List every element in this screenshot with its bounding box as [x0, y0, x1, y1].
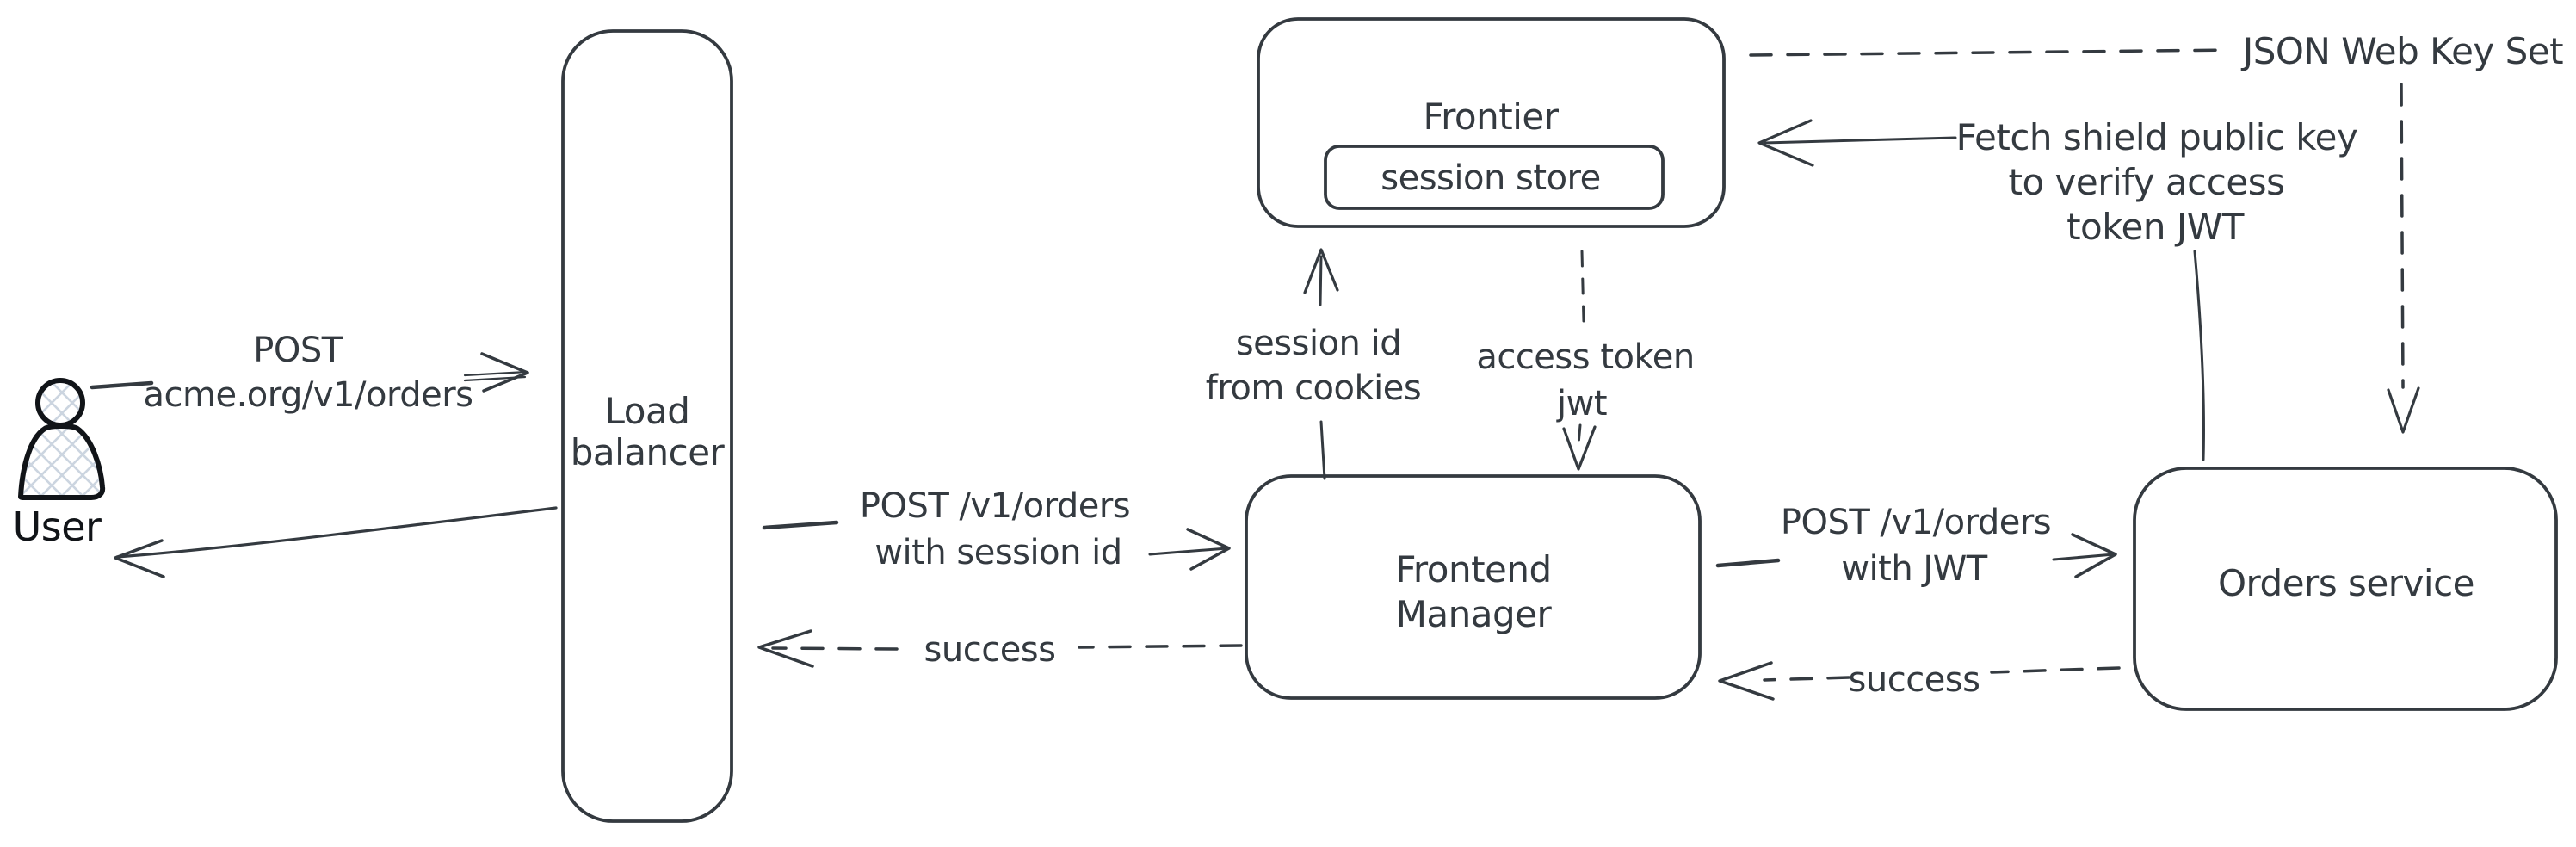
edge-shaft [2052, 553, 2116, 561]
orders-service-box [2133, 467, 2558, 711]
frontend-manager-label-line1: Frontend [1395, 548, 1551, 590]
edge-label-post: POST [253, 331, 343, 370]
frontier-label: Frontier [1423, 96, 1559, 138]
load-balancer-box [561, 29, 733, 823]
edge-user-to-load-balancer: POST acme.org/v1/orders [90, 331, 529, 415]
fetch-key-label-line3: token JWT [2066, 206, 2245, 248]
arrowhead-left-icon [1757, 119, 1814, 167]
edge-label-access-token: access token [1476, 337, 1694, 377]
edge-load-balancer-to-frontend-manager: POST /v1/orders with session id [762, 486, 1231, 572]
load-balancer-node: Load balancer [561, 29, 733, 823]
edge-load-balancer-to-user [114, 506, 558, 578]
arrowhead-right-icon [1186, 528, 1231, 571]
edge-label-post-orders: POST /v1/orders [860, 486, 1130, 526]
arrowhead-down-icon [1562, 425, 1597, 471]
jwks-annotation: JSON Web Key Set [1749, 30, 2564, 434]
edge-line-upper [1319, 255, 1323, 306]
fetch-key-label-line2: to verify access [2009, 161, 2285, 203]
edge-orders-service-to-frontier-fetch-key: Fetch shield public key to verify access… [1757, 116, 2358, 461]
frontend-manager-node: Frontend Manager [1245, 474, 1702, 700]
orders-service-node: Orders service [2133, 467, 2558, 711]
jwks-dashed-to-frontier [1749, 48, 2233, 57]
edge-stub-line [90, 380, 154, 390]
edge-label-with-session-id: with session id [874, 533, 1121, 572]
arrowhead-left-icon [114, 539, 165, 578]
edge-label-post-orders-jwt: POST /v1/orders [1781, 503, 2051, 542]
session-store-label: session store [1381, 158, 1600, 198]
load-balancer-label-line1: Load [605, 390, 690, 432]
edge-curve-from-orders [2193, 250, 2205, 461]
edge-stub-line [1715, 558, 1781, 568]
edge-dashed-line [1763, 666, 2121, 682]
session-store-box [1324, 145, 1665, 210]
edge-line-to-frontier [1763, 136, 1957, 145]
fetch-key-label-line1: Fetch shield public key [1956, 116, 2358, 158]
edge-frontend-manager-to-load-balancer-success: success [757, 629, 1243, 670]
edge-shaft [1148, 547, 1229, 556]
frontend-manager-label-line2: Manager [1396, 593, 1553, 635]
edge-label-success: success [924, 630, 1056, 670]
arrowhead-right-icon [480, 352, 529, 393]
user-label: User [13, 504, 102, 550]
edge-label-from-cookies: from cookies [1206, 368, 1421, 408]
arrowhead-right-icon [2071, 533, 2117, 578]
arrowhead-up-icon [1303, 248, 1339, 294]
edge-label-jwt: jwt [1556, 384, 1607, 424]
user-head-icon [35, 378, 85, 428]
frontier-node: Frontier session store [1257, 17, 1726, 228]
edge-label-success: success [1849, 660, 1980, 700]
edge-orders-service-to-frontend-manager-success: success [1718, 660, 2121, 701]
edge-dashed-line [771, 644, 1243, 651]
jwks-label: JSON Web Key Set [2240, 30, 2563, 72]
edge-dashed-upper [1580, 250, 1585, 324]
edge-line [115, 506, 558, 559]
arrowhead-left-icon [757, 629, 814, 668]
edge-label-acme-url: acme.org/v1/orders [144, 375, 473, 415]
edge-stub-line [762, 520, 839, 530]
arrowhead-down-icon [2387, 386, 2420, 434]
edge-line-lower [1319, 420, 1326, 480]
edge-frontend-manager-to-orders-service: POST /v1/orders with JWT [1715, 503, 2117, 589]
user-body-icon [18, 424, 106, 500]
edge-label-session-id: session id [1236, 324, 1401, 363]
load-balancer-label-line2: balancer [571, 431, 726, 473]
frontend-manager-box [1245, 474, 1702, 700]
edge-label-with-jwt: with JWT [1841, 549, 1987, 589]
edge-dashed-lower [1577, 424, 1582, 446]
jwks-dashed-to-orders [2400, 83, 2405, 389]
arrowhead-left-icon [1718, 661, 1775, 701]
edge-frontier-to-frontend-manager-access-token: access token jwt [1476, 250, 1695, 471]
orders-service-label: Orders service [2218, 562, 2474, 604]
edge-frontend-manager-to-frontier-session-id: session id from cookies [1206, 248, 1422, 480]
user-node: User [13, 378, 106, 550]
